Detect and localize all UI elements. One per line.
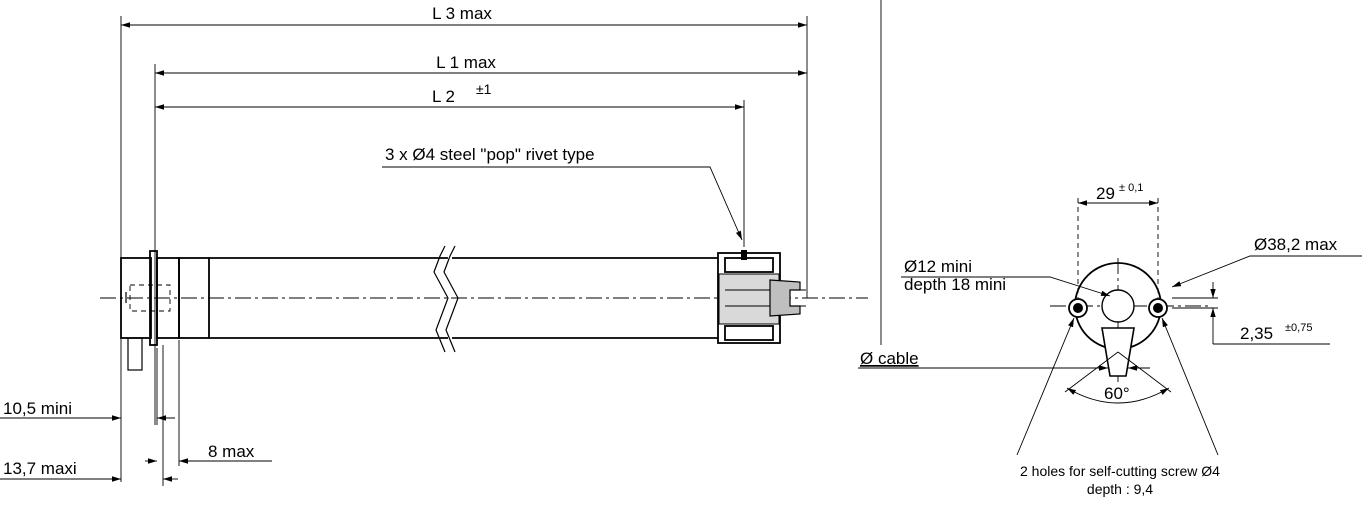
dim-10-5-label: 10,5 mini xyxy=(3,399,72,418)
dim-12-label: Ø12 mini xyxy=(904,257,972,276)
angle-arc xyxy=(1066,387,1170,404)
screw-hole-left-core xyxy=(1073,303,1083,313)
tube-collar xyxy=(178,257,210,339)
cable-label: Ø cable xyxy=(860,349,919,368)
head-hidden-bore xyxy=(129,284,171,312)
holes-leader-left xyxy=(1016,317,1075,456)
break-line-2 xyxy=(443,245,459,353)
crown-top-slot xyxy=(724,257,774,273)
holes-note-line-1: 2 holes for self-cutting screw Ø4 xyxy=(1020,463,1220,479)
cable-stub xyxy=(127,337,143,371)
crown-bottom-slot xyxy=(724,325,774,341)
dim-29-label: 29 xyxy=(1096,184,1115,203)
dim-l1-label: L 1 max xyxy=(436,53,496,72)
dim-l2-tolerance: ±1 xyxy=(476,81,492,97)
dim-2-35-label: 2,35 xyxy=(1240,324,1273,343)
angle-ray-left xyxy=(1064,351,1119,393)
break-line-1 xyxy=(433,245,449,353)
end-view: 29 ± 0,1 Ø38,2 max Ø12 mini depth 18 min… xyxy=(858,182,1362,497)
dim-depth-18-label: depth 18 mini xyxy=(904,275,1006,294)
crown-core xyxy=(718,273,780,325)
rivet-mark xyxy=(741,250,747,260)
dim-38-2-leader xyxy=(1171,255,1362,288)
dim-29-tolerance: ± 0,1 xyxy=(1119,182,1143,194)
shaft-tip-detail xyxy=(790,289,806,307)
angle-ray-right xyxy=(1117,351,1172,393)
side-view: L 3 max L 1 max L 2 ±1 3 x Ø4 steel "pop… xyxy=(0,4,868,486)
holes-note-line-2: depth : 9,4 xyxy=(1087,481,1153,497)
dim-l2-label: L 2 xyxy=(432,87,455,106)
screw-hole-right-core xyxy=(1153,303,1163,313)
rivet-leader xyxy=(382,166,743,241)
dim-l3-label: L 3 max xyxy=(432,4,492,23)
dim-12-leader xyxy=(901,276,1111,297)
angle-label: 60° xyxy=(1104,384,1130,403)
dim-13-7-label: 13,7 maxi xyxy=(3,459,77,478)
dim-2-35-tolerance: ±0,75 xyxy=(1285,322,1312,334)
center-bore xyxy=(1101,289,1135,323)
dim-38-2-label: Ø38,2 max xyxy=(1254,235,1338,254)
dim-8-label: 8 max xyxy=(208,442,255,461)
holes-leader-right xyxy=(1161,317,1219,456)
rivet-note: 3 x Ø4 steel "pop" rivet type xyxy=(385,145,595,164)
